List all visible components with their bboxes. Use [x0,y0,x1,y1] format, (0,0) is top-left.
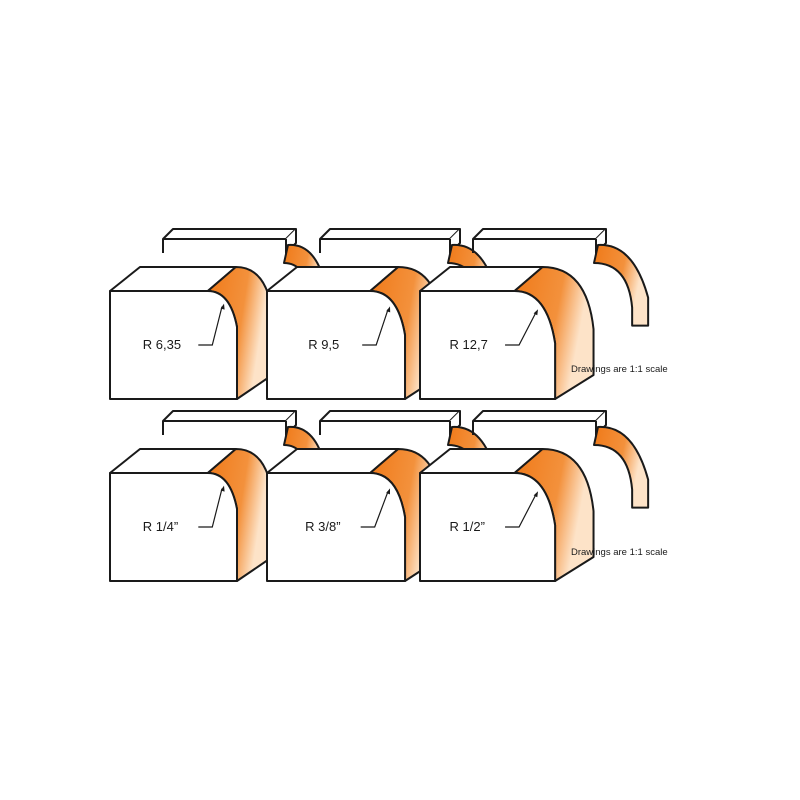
scale-note: Drawings are 1:1 scale [571,547,668,558]
radius-label-r-1-4-inch: R 1/4” [143,519,178,534]
radius-label-r-1-2-inch: R 1/2” [450,519,485,534]
profile-block-r-3-8-inch [266,410,497,582]
radius-label-r-9-5: R 9,5 [308,337,339,352]
profile-block-r-12-7 [419,228,650,400]
profile-block-r-1-2-inch [419,410,650,582]
radius-label-r-12-7: R 12,7 [450,337,488,352]
scale-note: Drawings are 1:1 scale [571,364,668,375]
radius-label-r-3-8-inch: R 3/8” [305,519,340,534]
radius-label-r-6-35: R 6,35 [143,337,181,352]
profile-row-1: R 6,35 R 9,5 R 12,7 Drawings are 1:1 sca… [109,228,668,400]
profile-row-2: R 1/4” R 3/8” R 1/2” Drawings are 1:1 sc… [109,410,668,582]
profile-block-r-1-4-inch [109,410,327,582]
